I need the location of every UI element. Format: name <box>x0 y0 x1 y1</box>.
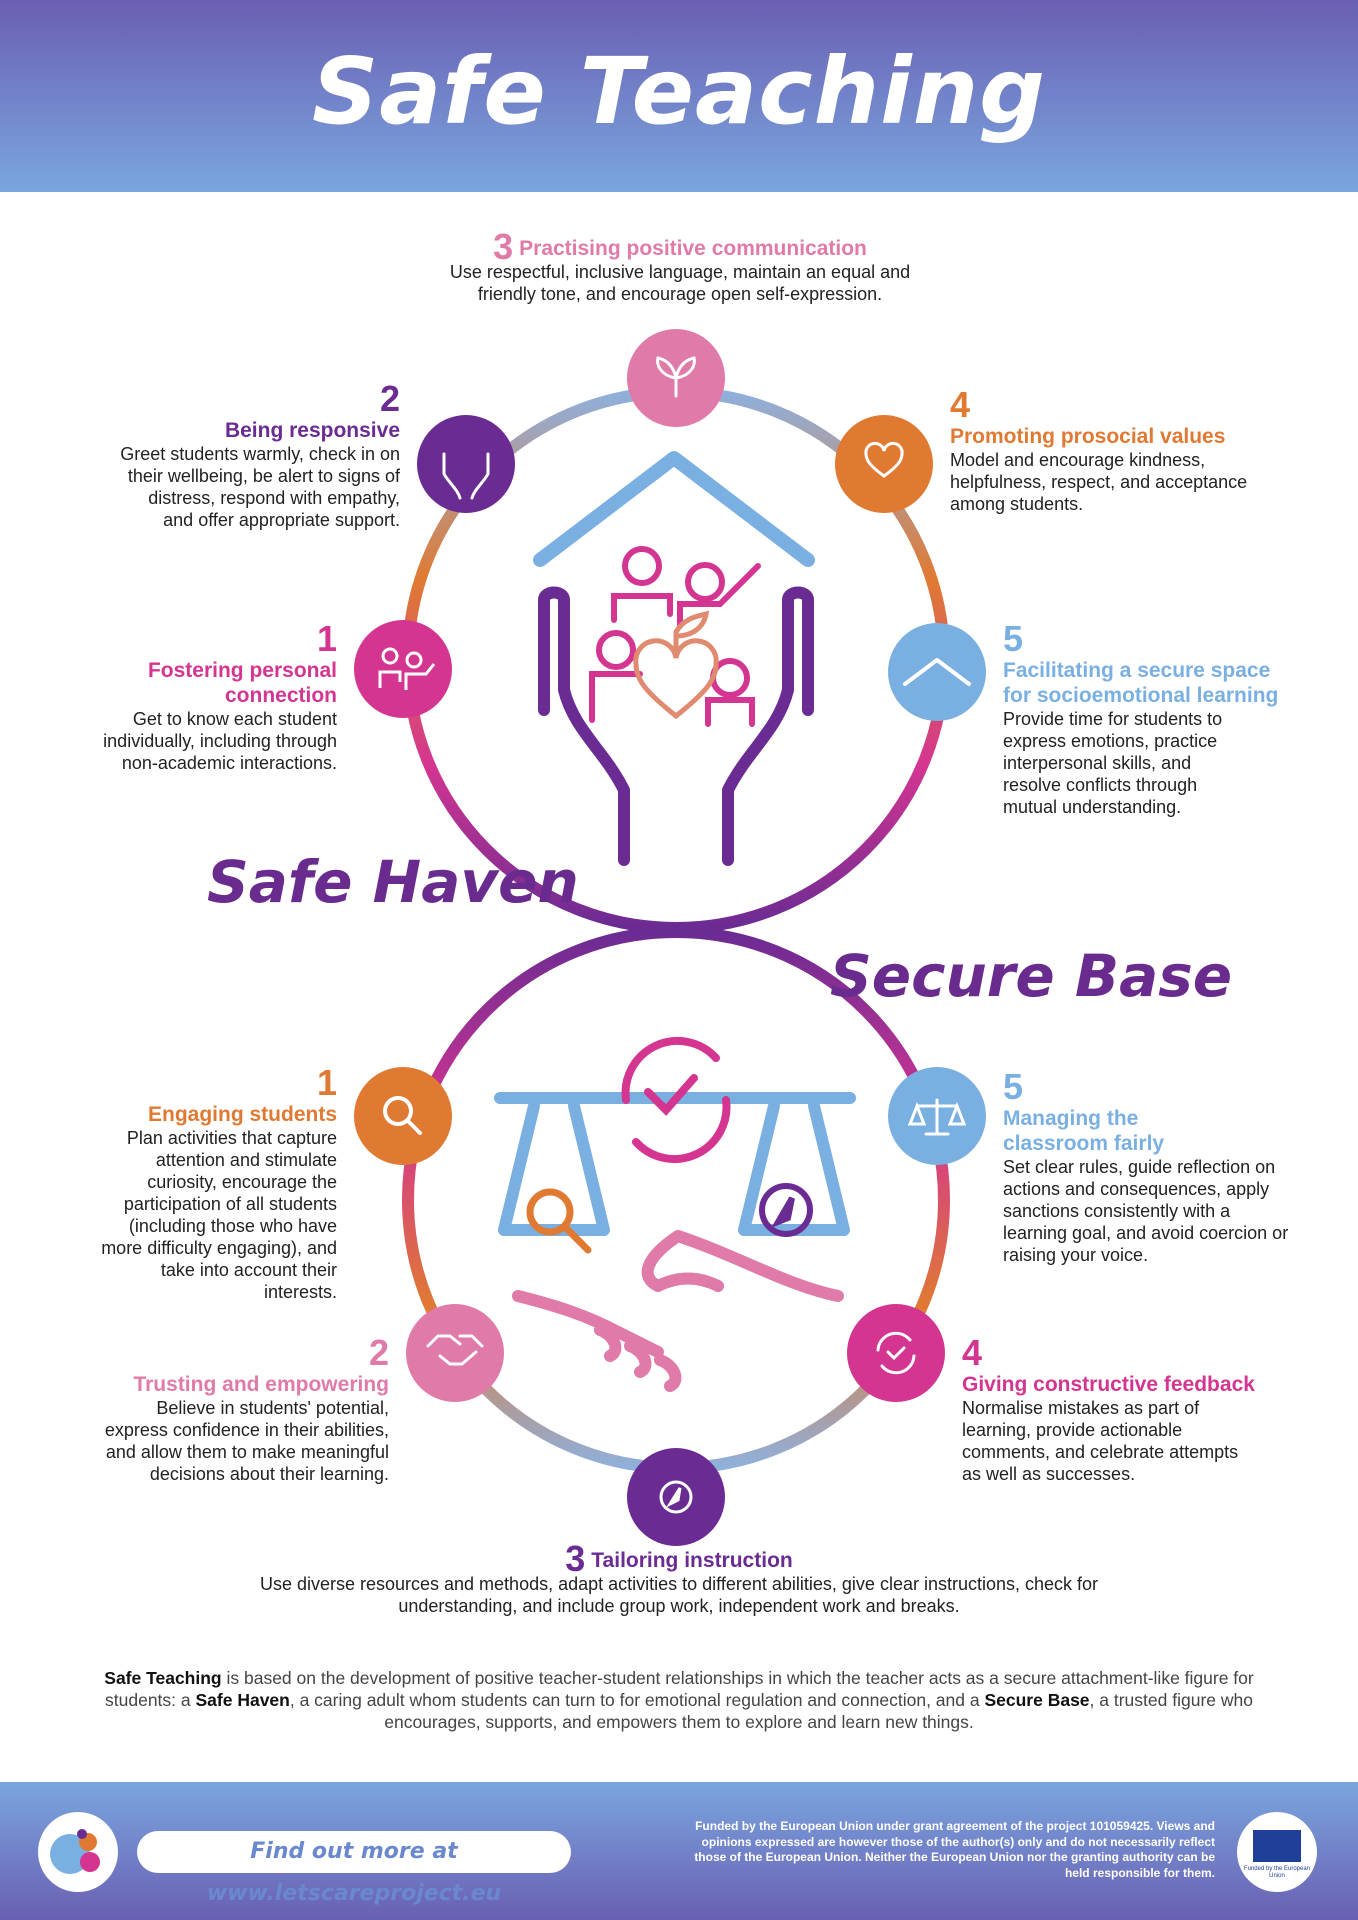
family-icon <box>589 546 761 727</box>
safe-haven-label: Safe Haven <box>207 848 579 916</box>
sprout-icon <box>656 356 696 398</box>
haven-node-2 <box>417 415 515 513</box>
scales-illustration <box>494 1092 856 1236</box>
haven-item-2-heading: Being responsive <box>224 419 400 442</box>
haven-item-5-text: Provide time for students to express emo… <box>1003 709 1223 817</box>
haven-item-1-number: 1 <box>316 618 337 659</box>
base-node-2 <box>406 1304 504 1402</box>
page-title: Safe Teaching <box>311 38 1047 145</box>
house-roof-icon <box>533 451 815 567</box>
haven-item-5-number: 5 <box>1003 618 1024 659</box>
summary-text-2: , a caring adult whom students can turn … <box>289 1690 985 1710</box>
base-item-1-number: 1 <box>316 1062 337 1103</box>
find-out-more-link[interactable]: Find out more at www.letscareproject.eu <box>137 1831 571 1906</box>
refresh-check-illustration <box>621 1036 731 1164</box>
summary-bold-safe-teaching: Safe Teaching <box>104 1668 222 1688</box>
scales-icon <box>907 1098 967 1136</box>
base-item-5: 5 Managing the classroom fairly Set clea… <box>1003 1068 1293 1266</box>
haven-item-1-text: Get to know each student individually, i… <box>103 709 337 773</box>
base-item-3-heading: Tailoring instruction <box>591 1549 793 1572</box>
haven-item-1: 1 Fostering personal connection Get to k… <box>90 620 337 774</box>
base-item-2-heading: Trusting and empowering <box>133 1373 389 1396</box>
base-item-2-text: Believe in students' potential, express … <box>104 1398 389 1484</box>
base-item-4-heading: Giving constructive feedback <box>962 1373 1255 1396</box>
summary-bold-secure-base: Secure Base <box>984 1690 1090 1710</box>
summary-bold-safe-haven: Safe Haven <box>195 1690 290 1710</box>
base-item-4-number: 4 <box>962 1332 983 1373</box>
sprout-heart-icon <box>633 610 719 720</box>
refresh-check-icon <box>876 1331 916 1375</box>
base-item-3-text: Use diverse resources and methods, adapt… <box>259 1574 1099 1616</box>
haven-item-5-heading: Facilitating a secure space for socioemo… <box>1003 659 1279 707</box>
summary-text-1: is based on the development of positive … <box>105 1668 1254 1710</box>
base-item-1: 1 Engaging students Plan activities that… <box>90 1064 337 1303</box>
haven-item-3-text: Use respectful, inclusive language, main… <box>449 262 911 304</box>
magnifier-icon <box>383 1096 422 1135</box>
base-item-2: 2 Trusting and empowering Believe in stu… <box>100 1334 389 1485</box>
heart-icon <box>864 441 904 478</box>
header-banner: Safe Teaching <box>0 0 1358 192</box>
base-item-1-heading: Engaging students <box>148 1103 337 1126</box>
haven-item-5: 5 Facilitating a secure space for socioe… <box>1003 620 1303 818</box>
base-item-4-text: Normalise mistakes as part of learning, … <box>962 1398 1239 1484</box>
funding-disclaimer: Funded by the European Union under grant… <box>694 1819 1215 1880</box>
base-item-4: 4 Giving constructive feedback Normalise… <box>962 1334 1292 1485</box>
base-node-5 <box>888 1067 986 1165</box>
haven-item-4: 4 Promoting prosocial values Model and e… <box>950 386 1250 515</box>
base-item-5-text: Set clear rules, guide reflection on act… <box>1003 1157 1289 1265</box>
base-item-1-text: Plan activities that capture attention a… <box>101 1128 337 1302</box>
people-connection-icon <box>378 647 436 690</box>
eu-logo: Funded by the European Union <box>1237 1812 1317 1892</box>
haven-item-2: 2 Being responsive Greet students warmly… <box>120 380 400 531</box>
summary-paragraph: Safe Teaching is based on the developmen… <box>70 1667 1288 1733</box>
compass-illustration <box>759 1183 813 1237</box>
letscare-logo-icon <box>50 1829 100 1874</box>
magnifier-illustration <box>526 1188 592 1254</box>
haven-node-4 <box>835 415 933 513</box>
haven-item-4-number: 4 <box>950 384 971 425</box>
open-hands-illustration <box>538 586 814 866</box>
haven-node-1 <box>354 620 452 718</box>
base-item-2-number: 2 <box>368 1332 389 1373</box>
handshake-icon <box>426 1334 484 1366</box>
haven-node-3 <box>627 329 725 427</box>
eu-flag-icon <box>1253 1830 1301 1862</box>
haven-item-1-heading: Fostering personal connection <box>147 659 337 707</box>
haven-item-4-heading: Promoting prosocial values <box>950 425 1226 448</box>
summary-text-3: , a trusted figure who encourages, suppo… <box>384 1690 1253 1732</box>
roof-chevron-icon <box>903 658 971 686</box>
base-node-4 <box>847 1304 945 1402</box>
open-hands-icon <box>442 452 490 500</box>
haven-node-5 <box>888 623 986 721</box>
handshake-illustration <box>512 1230 844 1392</box>
base-node-1 <box>354 1067 452 1165</box>
base-node-3 <box>627 1448 725 1546</box>
haven-item-2-text: Greet students warmly, check in on their… <box>120 444 400 530</box>
haven-item-3-number: 3 <box>493 226 514 267</box>
compass-icon <box>659 1480 693 1514</box>
haven-item-3-heading: Practising positive communication <box>519 237 867 260</box>
base-item-5-heading: Managing the classroom fairly <box>1003 1107 1165 1155</box>
haven-item-2-number: 2 <box>379 378 400 419</box>
base-item-5-number: 5 <box>1003 1066 1024 1107</box>
haven-item-4-text: Model and encourage kindness, helpfulnes… <box>950 450 1248 514</box>
secure-base-label: Secure Base <box>830 942 1233 1010</box>
eu-logo-text: Funded by the European Union <box>1243 1866 1311 1879</box>
base-item-3-number: 3 <box>565 1538 586 1579</box>
letscare-logo <box>38 1812 118 1892</box>
